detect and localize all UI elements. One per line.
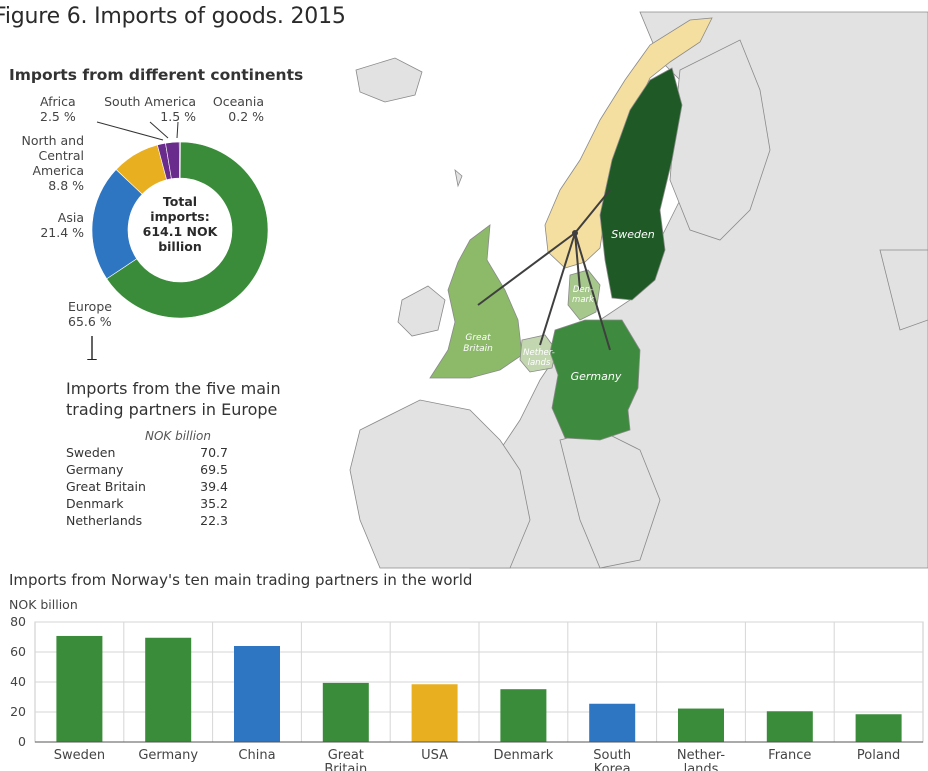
- donut-slice-europe: [106, 141, 269, 319]
- europe-partner-row: Germany 69.5: [66, 462, 228, 478]
- label-north-central-america: North and Central America 8.8 %: [21, 133, 84, 193]
- partner-value: 39.4: [200, 479, 228, 494]
- bar-category-label: Denmark: [494, 748, 554, 763]
- trade-arrow: [539, 232, 576, 346]
- partner-value: 35.2: [200, 496, 228, 511]
- partner-name: Germany: [66, 462, 124, 477]
- map-netherlands: [519, 334, 557, 373]
- map-label-netherlands: Nether-: [523, 348, 555, 358]
- bar-category-label: Sweden: [54, 748, 105, 763]
- donut-center-text: billion: [158, 239, 202, 254]
- bar-category-label: Nether-: [677, 748, 726, 763]
- donut-center-text: 614.1 NOK: [143, 224, 219, 239]
- bar-poland: [855, 714, 902, 742]
- bar-category-label: Poland: [857, 748, 900, 763]
- trade-arrow: [574, 189, 611, 234]
- map-label-great-britain: Britain: [463, 344, 493, 354]
- map-denmark: [567, 269, 601, 321]
- bar-category-label: Great: [328, 748, 364, 763]
- map-label-netherlands: lands: [528, 358, 551, 368]
- europe-partner-row: Sweden 70.7: [66, 445, 228, 461]
- partner-name: Netherlands: [66, 513, 143, 528]
- europe-partner-row: Denmark 35.2: [66, 496, 228, 512]
- partner-name: Great Britain: [66, 479, 146, 494]
- figure-title: Figure 6. Imports of goods. 2015: [0, 4, 346, 29]
- partner-value: 70.7: [200, 445, 228, 460]
- europe-partner-row: Netherlands 22.3: [66, 513, 228, 529]
- map-sweden: [599, 67, 683, 301]
- trade-arrows: [477, 189, 611, 351]
- bar-ytick-label: 40: [10, 674, 26, 689]
- map-iberia-france: [349, 399, 531, 569]
- map-iceland: [355, 57, 423, 103]
- map-label-denmark: mark: [572, 295, 595, 305]
- partner-name: Denmark: [66, 496, 124, 511]
- donut-leader-line: [176, 121, 179, 139]
- trade-arrow: [477, 232, 576, 306]
- bar-category-label: South: [593, 748, 631, 763]
- bar-ytick-label: 60: [10, 644, 26, 659]
- bar-category-label: Germany: [138, 748, 198, 763]
- bar-great-britain: [322, 682, 369, 742]
- donut-leader-line: [96, 121, 164, 141]
- bar-ytick-label: 20: [10, 704, 26, 719]
- bar-germany: [145, 637, 192, 742]
- europe-partners-unit: NOK billion: [145, 429, 212, 443]
- bar-category-label: France: [768, 748, 811, 763]
- norway-hub: [572, 230, 578, 236]
- map-label-sweden: Sweden: [611, 228, 654, 241]
- bar-south-korea: [589, 703, 636, 742]
- bar-category-label: USA: [421, 748, 448, 763]
- map-faroe: [454, 168, 463, 188]
- map-label-great-britain: Great: [465, 333, 491, 343]
- map-label-germany: Germany: [571, 370, 622, 383]
- donut-center-text: Total: [163, 194, 197, 209]
- bar-nether-lands: [678, 708, 724, 742]
- bar-china: [234, 646, 280, 742]
- bar-chart-title: Imports from Norway's ten main trading p…: [9, 571, 473, 589]
- partner-value: 22.3: [200, 513, 228, 528]
- europe-arrow-head: [87, 359, 97, 360]
- map-germany: [549, 319, 641, 441]
- partner-value: 69.5: [200, 462, 228, 477]
- map-norway: [544, 17, 713, 269]
- bar-france: [766, 711, 813, 742]
- donut-leader-line: [149, 121, 169, 139]
- donut-heading: Imports from different continents: [9, 66, 304, 84]
- trade-arrow: [574, 232, 611, 351]
- map-label-denmark: Den-: [573, 285, 593, 295]
- bar-category-label: Britain: [324, 762, 367, 771]
- map-russia-east: [879, 249, 928, 331]
- bar-ytick-label: 80: [10, 614, 26, 629]
- bar-denmark: [500, 689, 547, 742]
- europe-partner-row: Great Britain 39.4: [66, 479, 228, 495]
- partner-name: Sweden: [66, 445, 116, 460]
- bar-category-label: China: [238, 748, 275, 763]
- bar-sweden: [56, 635, 103, 742]
- bar-category-label: lands: [684, 762, 719, 771]
- bar-ylabel: NOK billion: [9, 597, 78, 612]
- donut-slice-oceania: [178, 141, 181, 179]
- trade-arrow: [574, 232, 581, 291]
- map-ireland: [397, 285, 446, 337]
- bar-ytick-label: 0: [18, 734, 26, 749]
- donut-center-text: imports:: [150, 209, 209, 224]
- bar-category-label: Korea: [594, 762, 631, 771]
- map-great-britain: [429, 224, 523, 379]
- bar-usa: [411, 684, 458, 742]
